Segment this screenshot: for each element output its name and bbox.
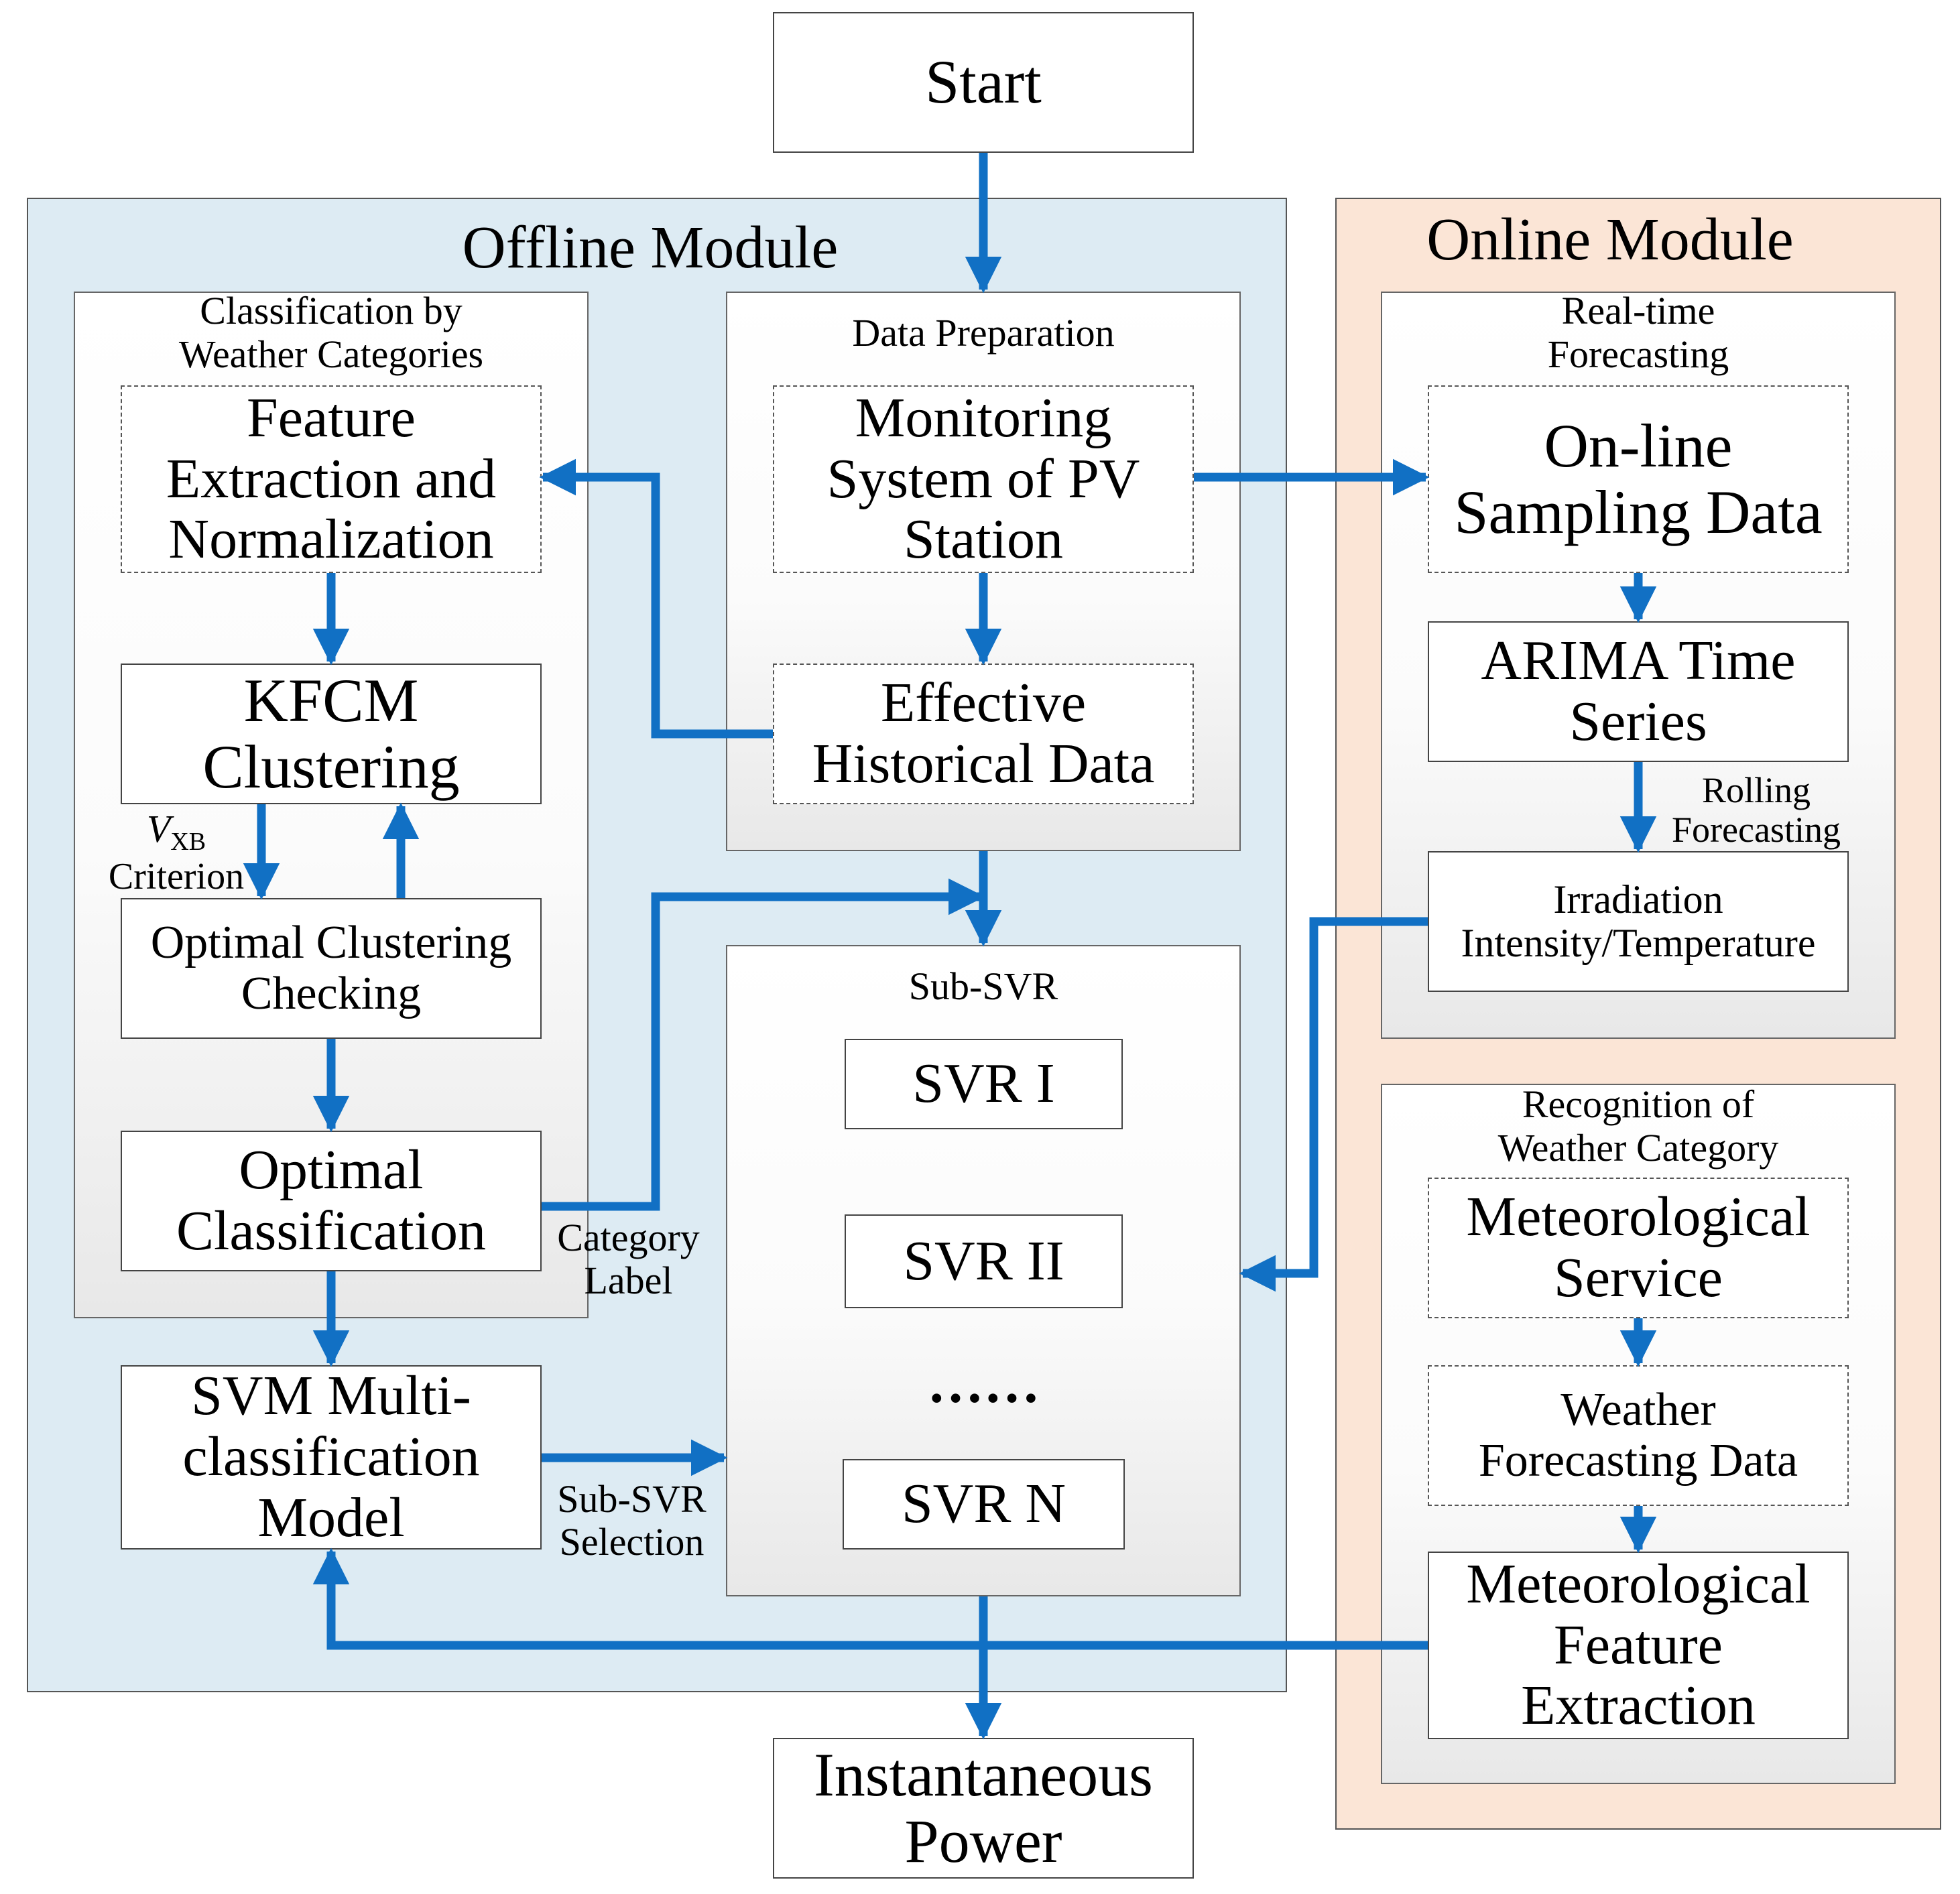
kfcm-clustering-box: KFCM Clustering (121, 664, 542, 804)
svr-1-box: SVR I (845, 1039, 1123, 1129)
vxb-criterion-label: VXB Criterion (99, 808, 253, 898)
arima-box: ARIMA Time Series (1428, 621, 1849, 762)
online-module-title: Online Module (1426, 206, 1794, 273)
svm-model-label: SVM Multi- classification Model (182, 1365, 480, 1549)
optimal-clustering-checking-label: Optimal Clustering Checking (150, 917, 512, 1019)
svr-1-label: SVR I (912, 1052, 1055, 1115)
start-box: Start (773, 12, 1194, 153)
offline-module-title: Offline Module (462, 214, 839, 281)
svr-n-label: SVR N (901, 1472, 1066, 1535)
meteorological-feature-extraction-box: Meteorological Feature Extraction (1428, 1552, 1849, 1739)
category-label-text: Category Label (557, 1216, 700, 1302)
start-label: Start (925, 48, 1042, 117)
online-sampling-data-label: On-line Sampling Data (1454, 411, 1823, 546)
monitoring-system-box: Monitoring System of PV Station (773, 385, 1194, 573)
effective-historical-data-box: Effective Historical Data (773, 664, 1194, 804)
arrow-category-label (542, 878, 985, 1211)
svr-2-label: SVR II (903, 1229, 1064, 1292)
vxb-subscript: XB (170, 828, 206, 857)
recognition-title: Recognition of Weather Category (1497, 1082, 1779, 1170)
weather-forecasting-data-label: Weather Forecasting Data (1478, 1384, 1798, 1487)
sub-svr-selection-text: Sub-SVR Selection (557, 1477, 707, 1564)
feature-extraction-label: Feature Extraction and Normalization (166, 386, 497, 571)
irradiation-label: Irradiation Intensity/Temperature (1461, 877, 1816, 965)
weather-forecasting-data-box: Weather Forecasting Data (1428, 1365, 1849, 1506)
feature-extraction-box: Feature Extraction and Normalization (121, 385, 542, 573)
kfcm-clustering-label: KFCM Clustering (202, 666, 460, 801)
svr-n-box: SVR N (843, 1459, 1125, 1550)
meteorological-service-label: Meteorological Service (1466, 1186, 1811, 1309)
optimal-classification-label: Optimal Classification (176, 1139, 486, 1262)
svr-ellipsis: …… (927, 1352, 1040, 1415)
arrow-irradiation-to-sub-svr (1239, 917, 1428, 1292)
effective-historical-data-label: Effective Historical Data (812, 672, 1155, 795)
irradiation-box: Irradiation Intensity/Temperature (1428, 851, 1849, 992)
instantaneous-power-box: Instantaneous Power (773, 1738, 1194, 1879)
monitoring-system-label: Monitoring System of PV Station (826, 386, 1140, 571)
svm-model-box: SVM Multi- classification Model (121, 1365, 542, 1550)
optimal-clustering-checking-box: Optimal Clustering Checking (121, 898, 542, 1039)
data-preparation-title: Data Preparation (852, 311, 1115, 355)
optimal-classification-box: Optimal Classification (121, 1131, 542, 1271)
arrow-met-feature-to-svm (312, 1548, 1428, 1650)
rolling-forecasting-text: Rolling Forecasting (1672, 770, 1841, 850)
meteorological-service-box: Meteorological Service (1428, 1178, 1849, 1318)
classification-group-title: Classification by Weather Categories (178, 289, 484, 376)
vxb-symbol: V (146, 807, 171, 850)
arima-label: ARIMA Time Series (1481, 629, 1796, 753)
meteorological-feature-extraction-label: Meteorological Feature Extraction (1466, 1552, 1811, 1737)
realtime-forecasting-title: Real-time Forecasting (1547, 289, 1729, 376)
arrow-historical-to-feature (539, 458, 773, 739)
instantaneous-power-label: Instantaneous Power (814, 1740, 1153, 1875)
criterion-word: Criterion (108, 855, 245, 897)
online-sampling-data-box: On-line Sampling Data (1428, 385, 1849, 573)
sub-svr-title: Sub-SVR (908, 964, 1058, 1008)
svr-2-box: SVR II (845, 1214, 1123, 1308)
